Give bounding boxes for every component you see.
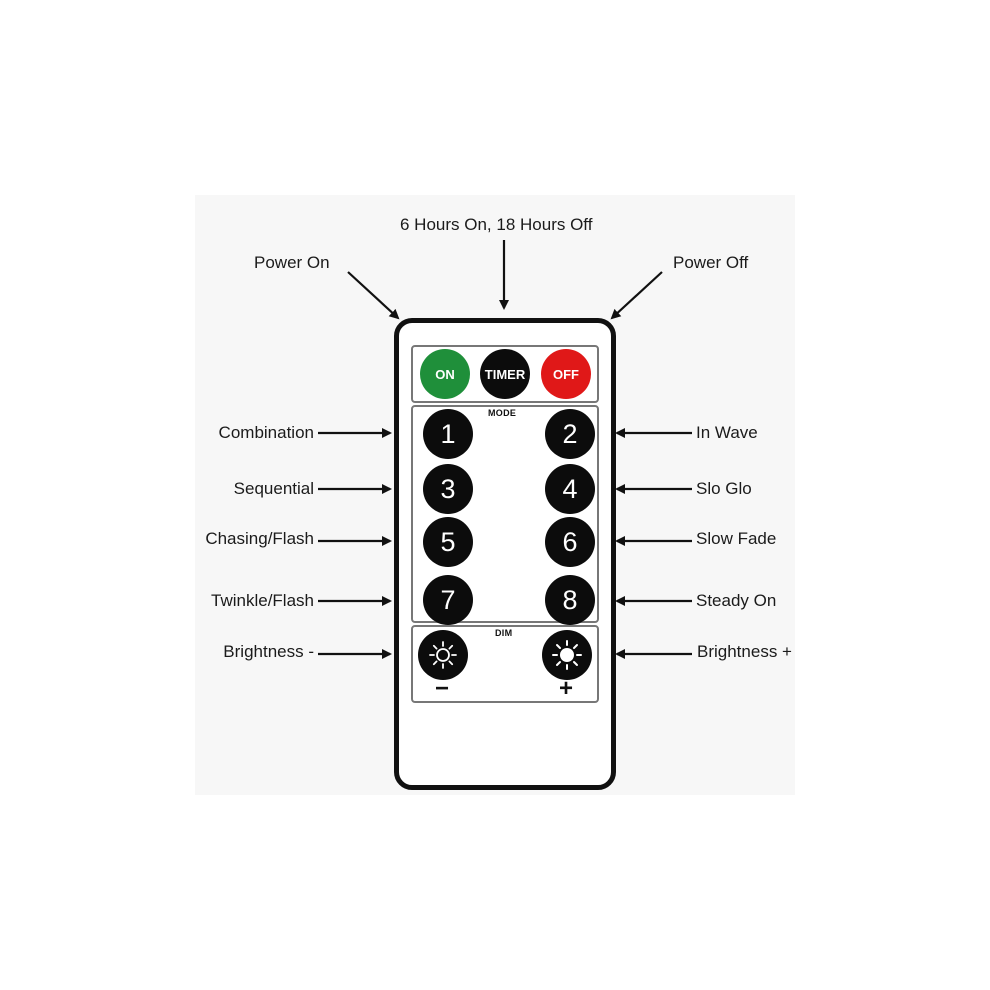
mode-6-callout-label: Slow Fade [696, 529, 777, 548]
timer-button[interactable]: TIMER [480, 349, 530, 399]
mode-button-5[interactable]: 5 [423, 517, 473, 567]
mode-4-callout-label: Slo Glo [696, 479, 752, 498]
remote-control: ON TIMER OFF MODE 1 2 3 4 5 6 7 8 DIM [394, 318, 616, 790]
dim-plus-button[interactable] [542, 630, 592, 680]
dim-minus-sign: − [435, 675, 450, 702]
dim-plus-sign: + [559, 675, 574, 702]
mode-7-callout-label: Twinkle/Flash [211, 591, 314, 610]
mode-button-7[interactable]: 7 [423, 575, 473, 625]
mode-button-group: MODE 1 2 3 4 5 6 7 8 [411, 405, 599, 625]
dim-minus-button[interactable] [418, 630, 468, 680]
mode-1-callout-label: Combination [218, 423, 314, 442]
mode-2-callout-label: In Wave [696, 423, 758, 442]
mode-button-1[interactable]: 1 [423, 409, 473, 459]
mode-5-callout-label: Chasing/Flash [205, 529, 314, 548]
sun-outline-icon [429, 641, 457, 669]
power-on-callout-label: Power On [254, 253, 330, 272]
mode-button-4[interactable]: 4 [545, 464, 595, 514]
mode-button-8[interactable]: 8 [545, 575, 595, 625]
power-on-arrow [347, 271, 400, 320]
dim-minus-callout-label: Brightness - [223, 642, 314, 661]
mode-button-6[interactable]: 6 [545, 517, 595, 567]
power-button-group: ON TIMER OFF [411, 345, 599, 403]
off-button[interactable]: OFF [541, 349, 591, 399]
dim-button-group: DIM − [411, 625, 599, 703]
mode-group-title: MODE [488, 408, 517, 418]
power-off-callout-label: Power Off [673, 253, 749, 272]
sun-filled-icon [552, 640, 582, 670]
on-button[interactable]: ON [420, 349, 470, 399]
power-off-arrow [610, 271, 663, 320]
mode-button-2[interactable]: 2 [545, 409, 595, 459]
dim-plus-callout-label: Brightness + [697, 642, 792, 661]
mode-button-3[interactable]: 3 [423, 464, 473, 514]
dim-group-title: DIM [495, 628, 513, 638]
mode-3-callout-label: Sequential [233, 479, 314, 498]
mode-8-callout-label: Steady On [696, 591, 777, 610]
timer-callout-label: 6 Hours On, 18 Hours Off [400, 215, 593, 234]
